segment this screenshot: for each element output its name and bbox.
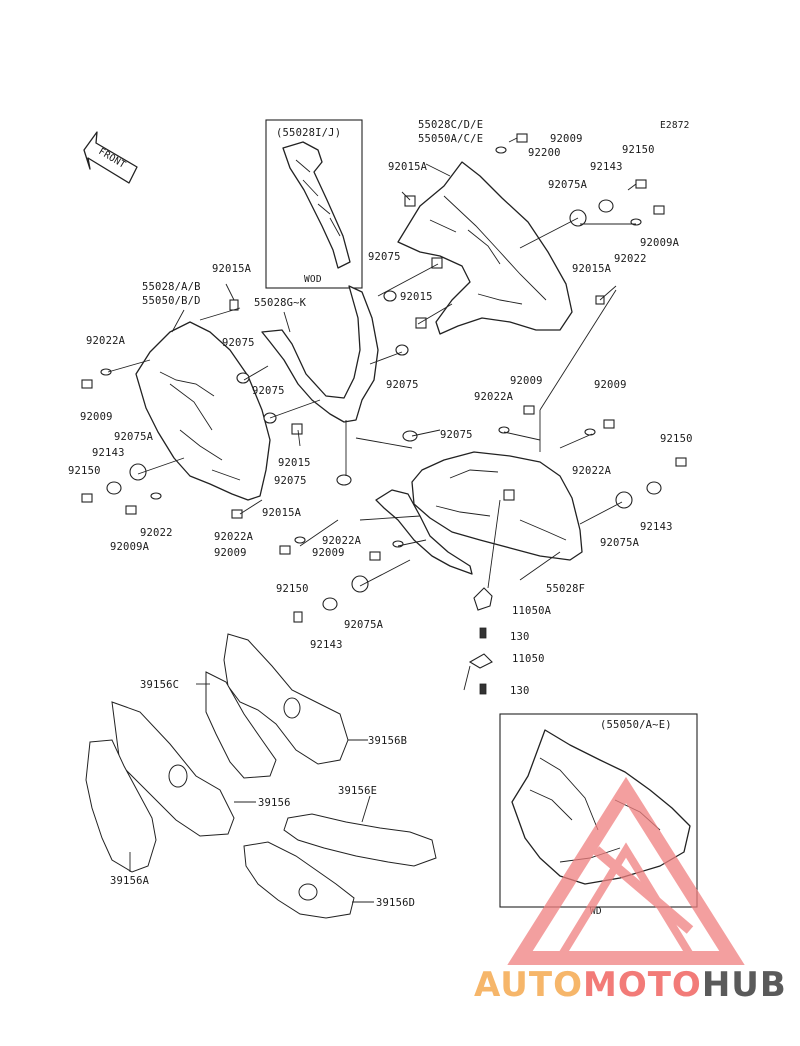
svg-text:39156E: 39156E — [338, 785, 377, 797]
watermark-logo — [507, 776, 745, 965]
svg-text:92075A: 92075A — [600, 537, 640, 549]
svg-text:92022A: 92022A — [214, 531, 254, 543]
svg-text:92075: 92075 — [440, 429, 473, 441]
svg-text:11050A: 11050A — [512, 605, 552, 617]
svg-text:92022: 92022 — [140, 527, 173, 539]
svg-text:11050: 11050 — [512, 653, 545, 665]
svg-text:92022A: 92022A — [474, 391, 514, 403]
inset-bottom-code: (55050/A~E) — [600, 719, 672, 731]
svg-text:92009: 92009 — [510, 375, 543, 387]
front-arrow-icon: FRONT — [83, 131, 138, 184]
svg-text:92075: 92075 — [252, 385, 285, 397]
svg-text:92075A: 92075A — [344, 619, 384, 631]
svg-text:39156: 39156 — [258, 797, 291, 809]
svg-text:92150: 92150 — [68, 465, 101, 477]
svg-text:92022A: 92022A — [322, 535, 362, 547]
svg-text:92009: 92009 — [550, 133, 583, 145]
svg-text:92015A: 92015A — [262, 507, 302, 519]
inset-bottom-tag: WD — [590, 906, 602, 917]
svg-text:92015A: 92015A — [212, 263, 252, 275]
svg-text:92143: 92143 — [640, 521, 673, 533]
part-labels: 55028C/D/E 55050A/C/E 92009 92200 92150 … — [68, 119, 693, 909]
svg-text:92022A: 92022A — [86, 335, 126, 347]
svg-text:92009A: 92009A — [640, 237, 680, 249]
watermark-text: AUTOMOTOHUB — [474, 965, 787, 1005]
watermark-part2: MOTO — [583, 965, 702, 1005]
svg-text:92015A: 92015A — [388, 161, 428, 173]
diagram-code: E2872 — [660, 120, 690, 131]
svg-text:92022: 92022 — [614, 253, 647, 265]
svg-text:92009: 92009 — [214, 547, 247, 559]
svg-text:92143: 92143 — [590, 161, 623, 173]
svg-text:55050/B/D: 55050/B/D — [142, 295, 201, 307]
inset-top-box: (55028I/J) WOD — [265, 119, 363, 289]
svg-text:55028/A/B: 55028/A/B — [142, 281, 201, 293]
svg-text:55050A/C/E: 55050A/C/E — [418, 133, 483, 145]
lower-cowl — [375, 451, 583, 575]
svg-text:92075: 92075 — [368, 251, 401, 263]
svg-text:39156C: 39156C — [140, 679, 179, 691]
svg-text:92075A: 92075A — [114, 431, 154, 443]
svg-text:92200: 92200 — [528, 147, 561, 159]
svg-text:92009: 92009 — [594, 379, 627, 391]
svg-text:92075: 92075 — [274, 475, 307, 487]
svg-text:92143: 92143 — [310, 639, 343, 651]
svg-text:130: 130 — [510, 631, 530, 643]
leader-lines — [107, 191, 636, 691]
svg-text:55028F: 55028F — [546, 583, 585, 595]
upper-right-cowl — [397, 161, 573, 335]
svg-text:92075: 92075 — [386, 379, 419, 391]
svg-text:92075A: 92075A — [548, 179, 588, 191]
svg-text:92150: 92150 — [660, 433, 693, 445]
svg-text:92009A: 92009A — [110, 541, 150, 553]
svg-text:92150: 92150 — [622, 144, 655, 156]
svg-text:92150: 92150 — [276, 583, 309, 595]
svg-text:92015: 92015 — [400, 291, 433, 303]
svg-text:92009: 92009 — [80, 411, 113, 423]
watermark-part1: AUTO — [474, 965, 583, 1005]
inset-top-code: (55028I/J) — [276, 127, 341, 139]
inset-top-tag: WOD — [304, 274, 322, 285]
svg-text:130: 130 — [510, 685, 530, 697]
svg-text:92075: 92075 — [222, 337, 255, 349]
svg-text:39156D: 39156D — [376, 897, 415, 909]
svg-text:39156B: 39156B — [368, 735, 407, 747]
svg-text:39156A: 39156A — [110, 875, 150, 887]
inset-bottom-box: (55050/A~E) WD — [499, 713, 698, 917]
heat-shields — [85, 633, 437, 919]
watermark-part3: HUB — [702, 965, 787, 1005]
nose-cowl — [261, 285, 379, 423]
svg-text:92015: 92015 — [278, 457, 311, 469]
svg-text:55028C/D/E: 55028C/D/E — [418, 119, 483, 131]
svg-text:92015A: 92015A — [572, 263, 612, 275]
svg-text:55028G~K: 55028G~K — [254, 297, 307, 309]
svg-text:92143: 92143 — [92, 447, 125, 459]
left-side-cowl — [135, 321, 271, 501]
svg-text:92009: 92009 — [312, 547, 345, 559]
svg-text:92022A: 92022A — [572, 465, 612, 477]
